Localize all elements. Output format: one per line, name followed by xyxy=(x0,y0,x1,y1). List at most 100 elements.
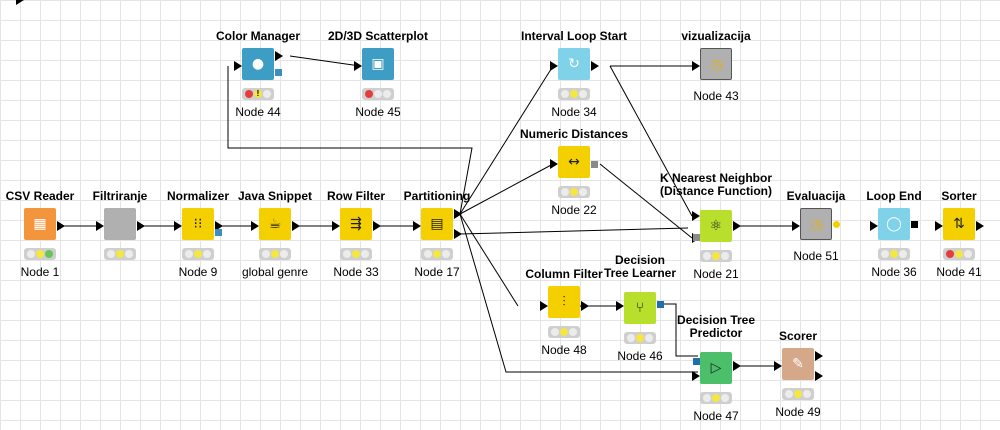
node-icon-box[interactable]: ☕ xyxy=(259,208,291,240)
output-port[interactable] xyxy=(733,221,741,231)
input-port[interactable] xyxy=(354,61,362,71)
node-js[interactable]: Java Snippet☕global genre xyxy=(215,190,335,290)
input-port[interactable] xyxy=(234,61,242,71)
connection-line[interactable] xyxy=(599,163,693,239)
output-port[interactable] xyxy=(454,209,462,219)
input-port[interactable] xyxy=(332,221,340,231)
input-port[interactable] xyxy=(692,211,700,221)
node-n45[interactable]: 2D/3D Scatterplot▣Node 45 xyxy=(318,30,438,130)
output-port[interactable] xyxy=(275,51,283,61)
node-n17[interactable]: Partitioning▤Node 17 xyxy=(377,190,497,290)
output-port[interactable] xyxy=(581,301,589,311)
node-n33[interactable]: Row Filter⇶Node 33 xyxy=(296,190,416,290)
node-icon-box[interactable]: ◷ xyxy=(800,208,832,240)
node-icon-box[interactable]: ⑂ xyxy=(624,292,656,324)
node-icon-box[interactable]: ◷ xyxy=(700,48,732,80)
output-port[interactable] xyxy=(591,161,598,168)
loop-start-icon: ↻ xyxy=(568,56,580,72)
output-port[interactable] xyxy=(733,361,741,371)
node-n49[interactable]: Scorer✎Node 49 xyxy=(738,330,858,430)
input-port[interactable] xyxy=(935,221,943,231)
input-port[interactable] xyxy=(16,0,24,5)
node-n22[interactable]: Numeric Distances↔Node 22 xyxy=(514,128,634,228)
input-port[interactable] xyxy=(692,61,700,71)
tree-predictor-icon: ▷ xyxy=(710,360,722,376)
node-title: (Distance Function) xyxy=(659,184,772,198)
output-port[interactable] xyxy=(373,221,381,231)
connection-line[interactable] xyxy=(227,66,473,215)
input-port[interactable] xyxy=(174,221,182,231)
output-port[interactable] xyxy=(57,221,65,231)
node-icon-box[interactable]: ⚛ xyxy=(700,210,732,242)
input-port[interactable] xyxy=(550,61,558,71)
node-icon-box[interactable]: ⫶ xyxy=(548,286,580,318)
output-port[interactable] xyxy=(292,221,300,231)
node-n34[interactable]: Interval Loop Start↻Node 34 xyxy=(514,30,634,130)
output-port[interactable] xyxy=(215,229,222,236)
input-port[interactable] xyxy=(251,221,259,231)
input-port[interactable] xyxy=(413,221,421,231)
node-icon-box[interactable]: ⇶ xyxy=(340,208,372,240)
node-icon-box[interactable]: ✎ xyxy=(782,348,814,380)
node-icon-box[interactable]: ● xyxy=(242,48,274,80)
connection-line[interactable] xyxy=(289,55,361,67)
input-port[interactable] xyxy=(540,301,548,311)
output-port[interactable] xyxy=(454,229,462,239)
node-label: Node 36 xyxy=(871,265,917,279)
output-port[interactable] xyxy=(215,221,223,231)
output-port[interactable] xyxy=(275,69,282,76)
node-icon-box[interactable]: ⇅ xyxy=(943,208,975,240)
connection-line[interactable] xyxy=(609,65,693,217)
output-port[interactable] xyxy=(591,61,599,71)
node-n51[interactable]: Evaluacija◷Node 51 xyxy=(756,190,876,290)
distance-input-port[interactable] xyxy=(693,234,700,241)
node-label: Node 45 xyxy=(355,105,401,119)
node-n9[interactable]: Normalizer⁝⁝Node 9 xyxy=(138,190,258,290)
node-icon-box[interactable]: ▣ xyxy=(362,48,394,80)
node-filt[interactable]: Filtriranje xyxy=(60,190,180,290)
connection-line[interactable] xyxy=(459,227,689,235)
node-n36[interactable]: Loop End◯Node 36 xyxy=(834,190,954,290)
output-port[interactable] xyxy=(815,351,823,361)
node-n21[interactable]: K Nearest Neighbor(Distance Function)⚛No… xyxy=(656,172,776,282)
output-port[interactable] xyxy=(815,371,823,381)
node-n48[interactable]: Column Filter⫶Node 48 xyxy=(504,268,624,368)
node-icon-box[interactable]: ▷ xyxy=(700,352,732,384)
status-light xyxy=(803,390,811,398)
connection-line[interactable] xyxy=(459,213,519,307)
node-n43[interactable]: vizualizacija◷Node 43 xyxy=(656,30,776,130)
status-light xyxy=(569,328,577,336)
input-port[interactable] xyxy=(96,221,104,231)
node-icon-box[interactable]: ↻ xyxy=(558,48,590,80)
node-n1[interactable]: CSV Reader▦Node 1 xyxy=(0,0,100,290)
node-n41[interactable]: Sorter⇅Node 41 xyxy=(899,190,1000,290)
node-icon-box[interactable]: ▦ xyxy=(24,208,56,240)
output-port[interactable] xyxy=(976,221,984,231)
node-icon-box[interactable]: ⁝⁝ xyxy=(182,208,214,240)
node-n44[interactable]: Color Manager●!Node 44 xyxy=(198,30,318,130)
input-port[interactable] xyxy=(774,361,782,371)
node-icon-box[interactable]: ↔ xyxy=(558,146,590,178)
table-reader-icon: ▦ xyxy=(33,216,47,232)
input-port[interactable] xyxy=(870,221,878,231)
connection-line[interactable] xyxy=(459,163,554,215)
output-port[interactable] xyxy=(137,221,145,231)
status-light xyxy=(424,250,432,258)
node-icon-box[interactable]: ▤ xyxy=(421,208,453,240)
status-light xyxy=(560,328,568,336)
model-input-port[interactable] xyxy=(693,358,700,365)
node-icon-box[interactable]: ◯ xyxy=(878,208,910,240)
input-port[interactable] xyxy=(692,371,700,381)
connection-line[interactable] xyxy=(662,303,698,357)
input-port[interactable] xyxy=(616,301,624,311)
node-icon-box[interactable] xyxy=(104,208,136,240)
status-light xyxy=(125,250,133,258)
input-port[interactable] xyxy=(550,159,558,169)
connection-line[interactable] xyxy=(459,213,698,373)
output-port[interactable] xyxy=(657,301,664,308)
connection-line[interactable] xyxy=(459,65,554,215)
input-port[interactable] xyxy=(792,221,800,231)
